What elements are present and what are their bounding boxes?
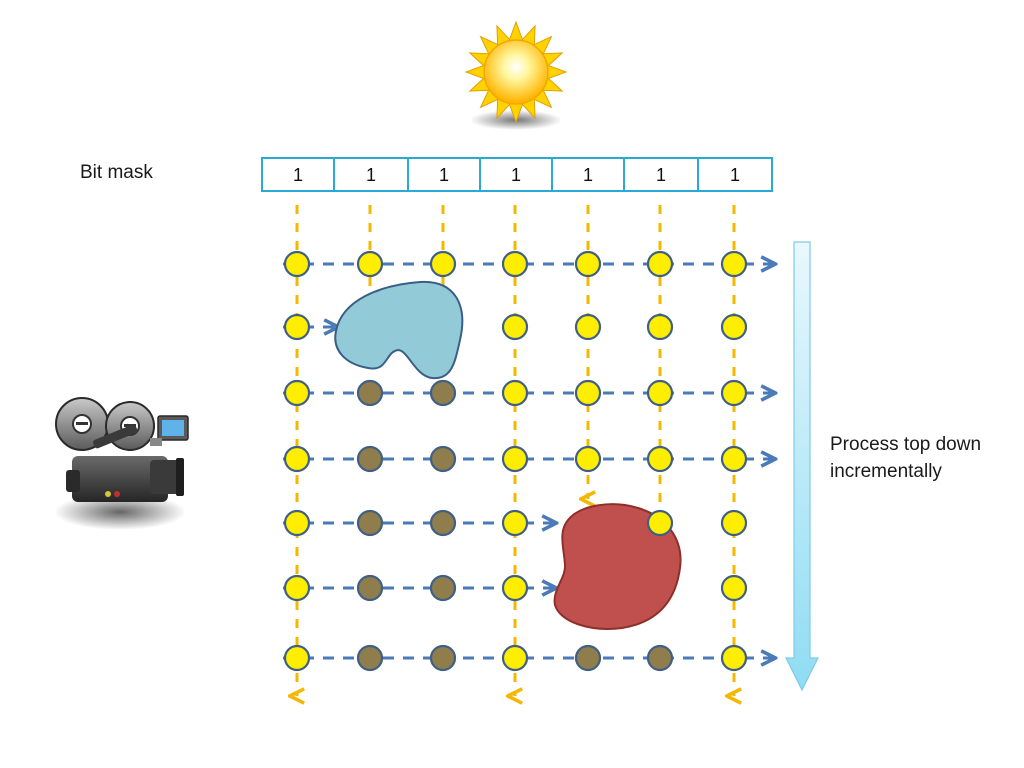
bit-mask-cell [623,157,699,192]
sun-icon [464,20,568,130]
process-line-1: Process top down [830,434,982,455]
lit-point [720,250,748,278]
bit-mask-value: 1 [730,165,740,185]
lit-point [501,644,529,672]
shadow-point [429,644,457,672]
shadow-point [356,644,384,672]
bit-mask-value: 1 [583,165,593,185]
bit-mask-value: 1 [656,165,666,185]
lit-point [429,250,457,278]
lit-point [720,509,748,537]
shadow-point [429,379,457,407]
blue-occluder-blob [334,280,464,380]
lit-point [283,574,311,602]
shadow-point [429,509,457,537]
bit-mask-value: 1 [293,165,303,185]
lit-point [283,644,311,672]
lit-point [574,313,602,341]
bit-mask-cell [261,157,335,192]
shadow-point [356,574,384,602]
bit-mask-cell [479,157,553,192]
lit-point [501,379,529,407]
lit-point [646,445,674,473]
lit-point [501,313,529,341]
bit-mask-row: 1 1 1 1 1 1 1 [261,157,773,192]
shadow-point [429,445,457,473]
shadow-point [356,509,384,537]
shadow-point [574,644,602,672]
lit-point [501,250,529,278]
lit-point [646,509,674,537]
shadow-point [429,574,457,602]
lit-point [356,250,384,278]
bit-mask-cell [697,157,773,192]
lit-point [283,250,311,278]
lit-point [283,313,311,341]
lit-point [720,574,748,602]
bit-mask-cell [333,157,409,192]
lit-point [720,313,748,341]
bit-mask-label: Bit mask [80,162,153,183]
bit-mask-value: 1 [366,165,376,185]
lit-point [646,250,674,278]
bit-mask-value: 1 [511,165,521,185]
shadow-point [356,379,384,407]
video-camera-icon [54,397,189,530]
lit-point [501,445,529,473]
lit-point [283,509,311,537]
lit-point [283,445,311,473]
lit-point [574,445,602,473]
lit-point [646,313,674,341]
red-occluder-blob [553,503,682,630]
process-line-2: incrementally [830,461,942,482]
process-description: Process top down incrementally [830,431,1020,485]
lit-point [720,379,748,407]
lit-point [574,250,602,278]
lit-point [720,445,748,473]
grid-dots [283,250,748,672]
lit-point [501,574,529,602]
shadow-point [356,445,384,473]
shadow-point [646,644,674,672]
lit-point [720,644,748,672]
lit-point [574,379,602,407]
lit-point [646,379,674,407]
lit-point [283,379,311,407]
bit-mask-value: 1 [439,165,449,185]
down-arrow-icon [785,241,819,692]
lit-point [501,509,529,537]
